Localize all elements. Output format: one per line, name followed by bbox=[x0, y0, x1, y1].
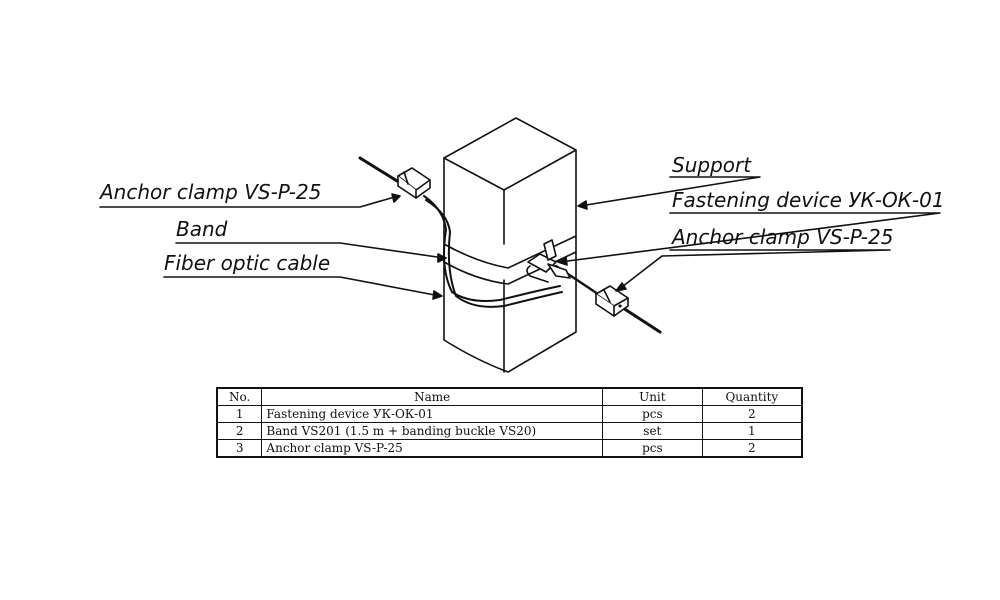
header-name: Name bbox=[261, 387, 604, 406]
table-row: 2 Band VS201 (1.5 m + banding buckle VS2… bbox=[216, 422, 803, 440]
row-name: Band VS201 (1.5 m + banding buckle VS20) bbox=[261, 422, 604, 440]
anchor-clamp-left bbox=[397, 167, 431, 199]
label-band: Band bbox=[176, 217, 228, 241]
row-quantity: 1 bbox=[701, 422, 803, 440]
header-no: No. bbox=[216, 387, 263, 406]
row-quantity: 2 bbox=[701, 405, 803, 423]
row-no: 2 bbox=[216, 422, 263, 440]
label-fastening-device: Fastening device УК-ОК-01 bbox=[672, 188, 945, 212]
label-fiber-optic-cable: Fiber optic cable bbox=[164, 251, 331, 275]
row-no: 3 bbox=[216, 439, 263, 458]
row-no: 1 bbox=[216, 405, 263, 423]
row-name: Anchor clamp VS-P-25 bbox=[261, 439, 604, 458]
row-unit: set bbox=[602, 422, 703, 440]
parts-table: No. Name Unit Quantity 1 Fastening devic… bbox=[216, 387, 803, 458]
row-unit: pcs bbox=[602, 405, 703, 423]
table-row: 3 Anchor clamp VS-P-25 pcs 2 bbox=[216, 439, 803, 458]
anchor-clamp-right bbox=[595, 285, 629, 317]
label-support: Support bbox=[672, 153, 752, 177]
fastening-device bbox=[526, 239, 571, 283]
table-row: 1 Fastening device УК-ОК-01 pcs 2 bbox=[216, 405, 803, 423]
leader-lines bbox=[99, 176, 941, 300]
label-anchor-clamp-left: Anchor clamp VS-P-25 bbox=[100, 180, 322, 204]
label-anchor-clamp-right: Anchor clamp VS-P-25 bbox=[672, 225, 894, 249]
band bbox=[443, 235, 577, 285]
row-quantity: 2 bbox=[701, 439, 803, 458]
row-unit: pcs bbox=[602, 439, 703, 458]
header-unit: Unit bbox=[602, 387, 703, 406]
table-header-row: No. Name Unit Quantity bbox=[216, 387, 803, 406]
row-name: Fastening device УК-ОК-01 bbox=[261, 405, 604, 423]
support-pillar bbox=[443, 117, 577, 373]
header-quantity: Quantity bbox=[701, 387, 803, 406]
